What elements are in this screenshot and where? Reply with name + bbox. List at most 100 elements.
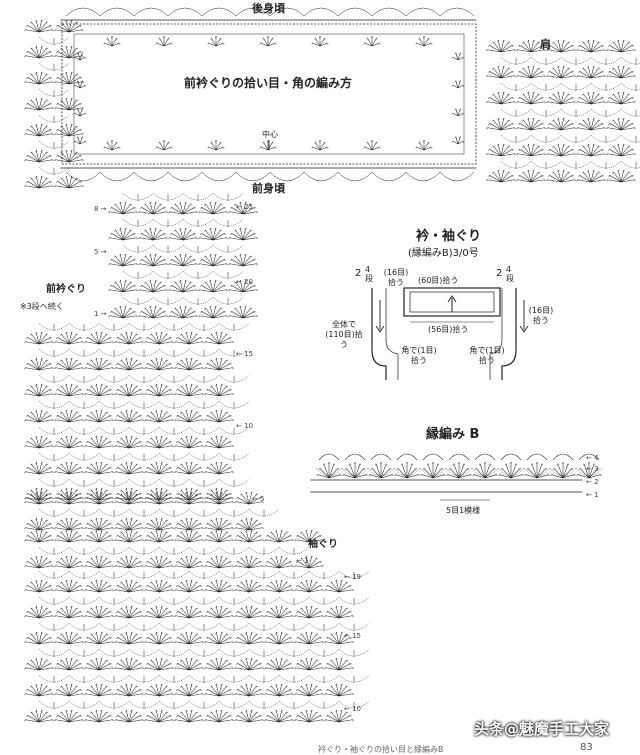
row-number-lower: ← 19: [344, 573, 361, 581]
fan-stitch-icon: [23, 529, 55, 543]
fan-stitch-icon: [259, 140, 277, 151]
fan-stitch-icon: [575, 39, 607, 53]
fan-stitch-icon: [137, 279, 169, 293]
edging-title: 縁編み B: [426, 427, 480, 442]
fan-stitch-icon: [197, 201, 229, 215]
fan-stitch-icon: [173, 331, 205, 345]
row-number-right: ← 15: [236, 350, 253, 358]
fan-stitch-icon: [394, 462, 420, 479]
fan-stitch-icon: [415, 140, 433, 151]
fan-stitch-icon: [113, 491, 145, 505]
fan-stitch-icon: [575, 117, 607, 131]
picot-arc: [318, 453, 340, 461]
fan-stitch-icon: [155, 36, 173, 47]
fan-stitch-icon: [368, 462, 394, 479]
shoulder-chart: [23, 19, 640, 189]
fan-stitch-icon: [113, 709, 145, 723]
fan-stitch-icon: [227, 279, 259, 293]
fan-stitch-icon: [293, 605, 325, 619]
collar-diagram: [371, 287, 529, 380]
corner-left-label: 角で(1目)拾う: [401, 346, 437, 365]
fan-stitch-icon: [311, 140, 329, 151]
left-shoulder-pattern: [23, 19, 85, 189]
fan-stitch-icon: [207, 140, 225, 151]
fan-stitch-icon: [23, 461, 55, 475]
fan-stitch-icon: [203, 683, 235, 697]
fan-stitch-icon: [515, 65, 547, 79]
fan-stitch-icon: [233, 529, 265, 543]
fan-stitch-icon: [23, 149, 55, 163]
continue-note: ※3段へ続く: [20, 302, 64, 311]
footnote: 衿ぐり・袖ぐりの拾い目と縁編みB: [318, 745, 444, 754]
fan-stitch-icon: [263, 555, 295, 569]
fan-stitch-icon: [113, 435, 145, 449]
fan-stitch-icon: [143, 579, 175, 593]
fan-stitch-icon: [515, 39, 547, 53]
fan-stitch-icon: [415, 36, 433, 47]
row-number-lower: ← 15: [344, 632, 361, 640]
row-number-left: 8 →: [94, 205, 107, 213]
fan-stitch-icon: [451, 80, 465, 89]
fan-stitch-icon: [451, 52, 465, 61]
fan-stitch-icon: [23, 45, 55, 59]
fan-stitch-icon: [23, 435, 55, 449]
fan-stitch-icon: [53, 357, 85, 371]
fan-stitch-icon: [323, 709, 355, 723]
fan-stitch-icon: [203, 491, 235, 505]
fan-stitch-icon: [53, 461, 85, 475]
picot-arc: [552, 453, 574, 461]
fan-stitch-icon: [143, 383, 175, 397]
row-number-right: ← 20: [236, 278, 253, 286]
collar-subtitle: (縁編みB)3/0号: [408, 248, 479, 259]
fan-stitch-icon: [472, 462, 498, 479]
fan-stitch-icon: [53, 605, 85, 619]
fan-stitch-icon: [545, 65, 577, 79]
fan-stitch-icon: [23, 331, 55, 345]
fan-stitch-icon: [197, 227, 229, 241]
fan-stitch-icon: [107, 305, 139, 319]
fan-stitch-icon: [83, 657, 115, 671]
fan-stitch-icon: [143, 683, 175, 697]
fan-stitch-icon: [113, 529, 145, 543]
chain-loop-icon: [60, 19, 477, 22]
fan-stitch-icon: [323, 683, 355, 697]
fan-stitch-icon: [113, 683, 145, 697]
shoulder-label: 肩: [540, 38, 551, 51]
fan-stitch-icon: [173, 579, 205, 593]
fan-stitch-icon: [203, 461, 235, 475]
fan-stitch-icon: [498, 462, 524, 479]
fan-stitch-icon: [173, 555, 205, 569]
fan-stitch-icon: [173, 657, 205, 671]
armhole-slope-pattern-a: [23, 491, 280, 531]
fan-stitch-icon: [293, 709, 325, 723]
neck-pickup-title: 前衿ぐりの拾い目・角の編み方: [184, 76, 353, 90]
fan-stitch-icon: [23, 605, 55, 619]
fan-stitch-icon: [143, 709, 175, 723]
fan-stitch-icon: [203, 709, 235, 723]
fan-stitch-icon: [605, 91, 637, 105]
fan-stitch-icon: [113, 331, 145, 345]
fan-stitch-icon: [293, 555, 325, 569]
edging-row-number: ← 2: [586, 478, 599, 486]
scallop-bottom: [269, 171, 305, 182]
scallop-bottom: [337, 171, 373, 182]
picot-arc: [474, 453, 496, 461]
fan-stitch-icon: [605, 39, 637, 53]
fan-stitch-icon: [103, 36, 121, 47]
fan-stitch-icon: [113, 517, 145, 531]
fan-stitch-icon: [203, 555, 235, 569]
fan-stitch-icon: [143, 461, 175, 475]
fan-stitch-icon: [143, 529, 175, 543]
scallop-top: [133, 7, 169, 17]
fan-stitch-icon: [203, 605, 235, 619]
picot-arc: [448, 453, 470, 461]
fan-stitch-icon: [53, 529, 85, 543]
row-number-right: ← 1: [296, 557, 309, 565]
neck-inner-line: [73, 33, 465, 155]
fan-stitch-icon: [83, 435, 115, 449]
fan-stitch-icon: [342, 462, 368, 479]
fan-stitch-icon: [107, 201, 139, 215]
row-number-left: 5 →: [94, 248, 107, 256]
scallop-bottom: [167, 171, 203, 182]
